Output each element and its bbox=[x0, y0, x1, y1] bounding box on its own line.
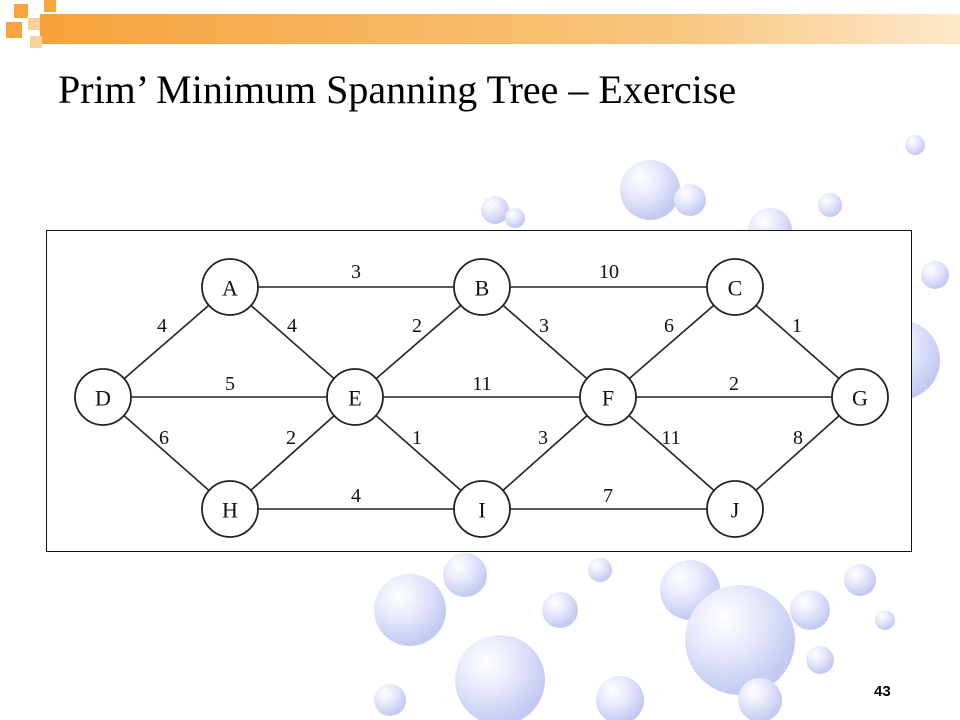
node-label: I bbox=[478, 498, 485, 523]
edge-weight-d-a: 4 bbox=[157, 315, 167, 337]
edge-weight-e-b: 2 bbox=[412, 315, 422, 337]
corner-square bbox=[44, 0, 56, 12]
edge-weight-b-f: 3 bbox=[539, 315, 549, 337]
edge-weight-i-f: 3 bbox=[538, 427, 548, 449]
edge-weight-e-i: 1 bbox=[412, 427, 422, 449]
edge-weight-c-g: 1 bbox=[792, 315, 802, 337]
edge-weight-i-j: 7 bbox=[603, 485, 613, 507]
node-label: J bbox=[731, 498, 740, 523]
node-circle bbox=[201, 480, 259, 538]
node-label: H bbox=[222, 498, 238, 523]
edge-weight-a-e: 4 bbox=[287, 315, 297, 337]
graph-diagram: 3 10 4 4 2 3 6 1 5 11 2 6 2 1 3 11 8 4 7 A B C D E F G H I J bbox=[74, 258, 889, 538]
edge-weight-f-j: 11 bbox=[661, 427, 680, 449]
node-label: C bbox=[728, 276, 743, 301]
edge-weight-b-c: 10 bbox=[599, 261, 619, 283]
edge-weight-e-f: 11 bbox=[472, 373, 491, 395]
corner-square bbox=[14, 4, 28, 18]
node-circle bbox=[326, 368, 384, 426]
slide-title: Prim’ Minimum Spanning Tree – Exercise bbox=[58, 67, 737, 112]
corner-square bbox=[28, 18, 40, 30]
node-circle bbox=[453, 258, 511, 316]
edge-weight-j-g: 8 bbox=[793, 427, 803, 449]
node-d: D bbox=[74, 368, 132, 426]
node-circle bbox=[201, 258, 259, 316]
node-i: I bbox=[453, 480, 511, 538]
node-circle bbox=[706, 258, 764, 316]
edge-weight-h-i: 4 bbox=[351, 485, 361, 507]
node-g: G bbox=[831, 368, 889, 426]
node-label: A bbox=[222, 276, 238, 301]
node-label: B bbox=[475, 276, 490, 301]
node-b: B bbox=[453, 258, 511, 316]
node-h: H bbox=[201, 480, 259, 538]
node-c: C bbox=[706, 258, 764, 316]
edge-weight-f-c: 6 bbox=[664, 315, 674, 337]
node-circle bbox=[579, 368, 637, 426]
node-circle bbox=[831, 368, 889, 426]
node-label: G bbox=[852, 386, 868, 411]
edge-weight-a-b: 3 bbox=[351, 261, 361, 283]
node-label: F bbox=[602, 386, 614, 411]
node-label: D bbox=[95, 386, 111, 411]
node-label: E bbox=[348, 386, 361, 411]
node-f: F bbox=[579, 368, 637, 426]
graph-figure: 3 10 4 4 2 3 6 1 5 11 2 6 2 1 3 11 8 4 7 A B C D E F G H I J bbox=[46, 230, 912, 552]
node-e: E bbox=[326, 368, 384, 426]
corner-square bbox=[30, 36, 42, 48]
header-accent-bar bbox=[40, 14, 960, 44]
edge-weight-h-e: 2 bbox=[286, 427, 296, 449]
node-circle bbox=[74, 368, 132, 426]
node-circle bbox=[453, 480, 511, 538]
page-number: 43 bbox=[874, 683, 891, 700]
corner-square bbox=[6, 22, 22, 38]
edge-weight-d-e: 5 bbox=[225, 373, 235, 395]
edge-weight-d-h: 6 bbox=[159, 427, 169, 449]
edge-weight-f-g: 2 bbox=[729, 373, 739, 395]
node-j: J bbox=[706, 480, 764, 538]
node-circle bbox=[706, 480, 764, 538]
node-a: A bbox=[201, 258, 259, 316]
